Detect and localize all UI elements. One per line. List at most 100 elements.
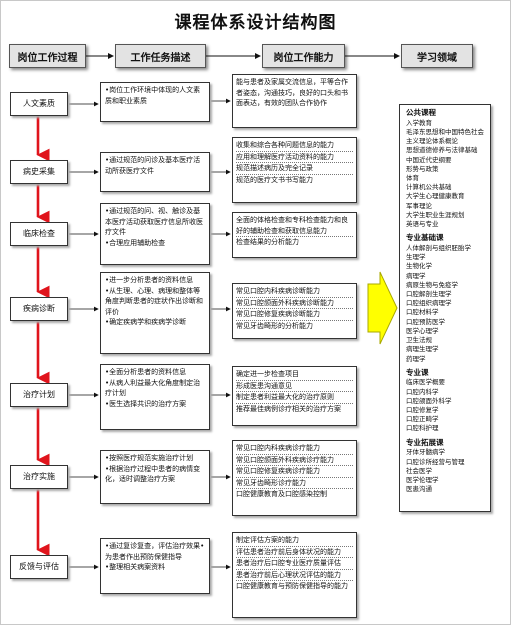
field-item: 大学生职业生涯规划 bbox=[406, 210, 465, 219]
stage-box: 治疗计划 bbox=[10, 383, 68, 407]
diagram-title: 课程体系设计结构图 bbox=[174, 13, 337, 33]
field-item: 口腔修复学 bbox=[406, 406, 439, 415]
ability-line: 常见口腔颌面外科疾病诊疗能力 bbox=[236, 455, 353, 466]
stage-box: 病史采集 bbox=[10, 160, 68, 184]
task-line: •通过规范的问诊及基本医疗活动所获医疗文件 bbox=[105, 156, 201, 175]
task-box: •通过规范的问诊及基本医疗活动所获医疗文件 bbox=[100, 152, 210, 192]
stage-label: 人文素质 bbox=[23, 99, 55, 108]
task-line: •全面分析患者的资料信息 bbox=[105, 368, 187, 376]
ability-line: 检查结果的分析能力 bbox=[236, 238, 299, 246]
stage-label: 病史采集 bbox=[23, 167, 55, 176]
field-item: 计算机公共基础 bbox=[406, 183, 452, 192]
ability-box: 收集和综合各种问题信息的能力 应用和理解医疗活动资料的能力 规范描述病历及完全记… bbox=[232, 137, 357, 203]
stage-label: 治疗计划 bbox=[23, 390, 55, 399]
task-line: •整理相关病案资料 bbox=[105, 563, 166, 571]
field-item: 入学教育 bbox=[406, 118, 432, 127]
field-item: 口腔材料学 bbox=[406, 308, 439, 317]
task-line: •从病人利益最大化角度制定治疗计划 bbox=[105, 378, 201, 398]
ability-box: 制定评估方案的能力 评估患者治疗前后身体状况的能力 患者治疗后口腔专业医疗质量评… bbox=[232, 532, 357, 618]
task-line: •合理应用辅助检查 bbox=[105, 238, 166, 247]
ability-line: 能与患者及家属交流信息，平等合作者姿态，沟通技巧，良好的口头和书面表达，有效的团… bbox=[236, 78, 348, 107]
field-item: 毛泽东思想和中国特色社会主义理论体系概论 bbox=[406, 127, 484, 146]
ability-line: 常见口腔修复疾病诊疗能力 bbox=[236, 466, 353, 478]
learning-fields-box: 公共课程 入学教育 毛泽东思想和中国特色社会主义理论体系概论 思想道德修养与法律… bbox=[399, 104, 491, 512]
field-item: 口腔颌面外科学 bbox=[406, 396, 452, 405]
field-group-title: 专业拓展课 bbox=[406, 437, 444, 447]
ability-box: 常见口腔内科疾病诊疗能力 常见口腔颌面外科疾病诊疗能力 常见口腔修复疾病诊疗能力… bbox=[232, 440, 357, 516]
field-item: 生理学 bbox=[406, 253, 426, 262]
field-item: 社会医学 bbox=[406, 466, 432, 475]
stage-box: 疾病诊断 bbox=[10, 297, 68, 321]
field-item: 人体解剖与组织胚胎学 bbox=[406, 243, 471, 252]
field-item: 口腔预防医学 bbox=[406, 317, 445, 326]
field-item: 卫生法规 bbox=[406, 336, 432, 345]
header-tasks: 工作任务描述 bbox=[115, 44, 206, 68]
ability-line: 常见口腔修复疾病诊断能力 bbox=[236, 309, 353, 321]
header-fields: 学习领域 bbox=[401, 44, 473, 68]
ability-line: 制定评估方案的能力 bbox=[236, 535, 353, 547]
task-box: •按照医疗规范实施治疗计划 •根据治疗过程中患者的病情变化，适时调整治疗方案 bbox=[100, 450, 210, 504]
field-item: 体育 bbox=[406, 173, 419, 182]
stage-label: 治疗实施 bbox=[23, 472, 55, 481]
field-group-title: 专业课 bbox=[406, 367, 429, 377]
field-item: 大学生心理健康教育 bbox=[406, 192, 465, 201]
ability-line: 制定患者利益最大化的治疗原则 bbox=[236, 392, 353, 404]
ability-box: 常见口腔内科疾病诊断能力 常见口腔颌面外科疾病诊断能力 常见口腔修复疾病诊断能力… bbox=[232, 283, 357, 339]
stage-box: 临床检查 bbox=[10, 222, 68, 246]
field-item: 医学心理学 bbox=[406, 326, 439, 335]
task-line: •通过规范的问、视、触诊及基本医疗活动获取医疗信息所收医疗文件 bbox=[105, 207, 203, 236]
field-item: 病理生理学 bbox=[406, 345, 439, 354]
ability-line: 常见牙齿畸形的分析能力 bbox=[236, 321, 313, 330]
ability-line: 收集和综合各种问题信息的能力 bbox=[236, 140, 353, 152]
ability-line: 常见口腔内科疾病诊断能力 bbox=[236, 286, 353, 298]
field-item: 思想道德修养与法律基础 bbox=[406, 146, 478, 155]
ability-line: 规范的医疗文书书写能力 bbox=[236, 175, 313, 184]
stage-box: 治疗实施 bbox=[10, 465, 68, 489]
ability-line: 患者治疗前后心理状况评估的能力 bbox=[236, 570, 353, 581]
ability-line: 口腔健康教育及口腔感染控制 bbox=[236, 490, 327, 498]
ability-line: 应用和理解医疗活动资料的能力 bbox=[236, 152, 353, 163]
ability-line: 常见牙齿畸形诊疗能力 bbox=[236, 478, 353, 489]
stage-label: 疾病诊断 bbox=[23, 304, 55, 313]
ability-line: 全面的体格检查和专科检查能力和良好的辅助检查和获取信息能力 bbox=[236, 215, 353, 237]
field-item: 药理学 bbox=[406, 354, 426, 363]
task-line: •通过复诊复查，评估治疗效果•为患者作出预防保健指导 bbox=[105, 542, 205, 561]
task-line: •岗位工作环境中体现的人文素质和职业素质 bbox=[105, 86, 201, 105]
field-item: 口腔解剖生理学 bbox=[406, 290, 452, 298]
task-line: •医生选择共识的治疗方案 bbox=[105, 399, 187, 408]
ability-line: 规范描述病历及完全记录 bbox=[236, 163, 353, 175]
ability-line: 形成医患沟通意见 bbox=[236, 381, 353, 392]
field-item: 口腔诊所经营与管理 bbox=[406, 457, 465, 466]
task-box: •岗位工作环境中体现的人文素质和职业素质 bbox=[100, 82, 210, 122]
ability-box: 确定进一步检查项目 形成医患沟通意见 制定患者利益最大化的治疗原则 推荐最佳病例… bbox=[232, 366, 357, 426]
field-item: 口腔正畸学 bbox=[406, 415, 439, 424]
stage-label: 反馈与评估 bbox=[19, 562, 59, 571]
field-item: 病理学 bbox=[406, 271, 426, 280]
field-item: 中国近代史纲要 bbox=[406, 155, 452, 164]
task-line: •从生理、心理、病理和整体等角度判断患者的症状作出诊断和评价 bbox=[105, 286, 203, 316]
ability-box: 能与患者及家属交流信息，平等合作者姿态，沟通技巧，良好的口头和书面表达，有效的团… bbox=[232, 74, 357, 128]
field-item: 医患沟通 bbox=[406, 485, 432, 494]
field-group-title: 专业基础课 bbox=[406, 233, 444, 243]
stage-box: 反馈与评估 bbox=[10, 555, 68, 579]
ability-line: 推荐最佳病例诊疗相关的治疗方案 bbox=[236, 404, 341, 413]
field-item: 口腔内科学 bbox=[406, 387, 439, 396]
task-line: •根据治疗过程中患者的病情变化，适时调整治疗方案 bbox=[105, 464, 201, 484]
field-item: 生物化学 bbox=[406, 262, 432, 271]
task-line: •进一步分析患者的资料信息 bbox=[105, 276, 194, 284]
field-item: 英语与专业 bbox=[406, 220, 439, 229]
task-box: •进一步分析患者的资料信息 •从生理、心理、病理和整体等角度判断患者的症状作出诊… bbox=[100, 272, 210, 354]
field-item: 病原生物与免疫学 bbox=[406, 280, 458, 289]
field-item: 军事理论 bbox=[406, 201, 432, 210]
field-item: 临床医学概要 bbox=[406, 378, 445, 387]
stage-box: 人文素质 bbox=[10, 92, 68, 116]
field-item: 形势与政策 bbox=[406, 164, 439, 173]
header-process: 岗位工作过程 bbox=[9, 44, 86, 68]
ability-box: 全面的体格检查和专科检查能力和良好的辅助检查和获取信息能力 检查结果的分析能力 bbox=[232, 212, 357, 258]
task-box: •通过规范的问、视、触诊及基本医疗活动获取医疗信息所收医疗文件 •合理应用辅助检… bbox=[100, 203, 210, 265]
field-item: 牙体牙髓病学 bbox=[406, 448, 445, 457]
ability-line: 确定进一步检查项目 bbox=[236, 369, 353, 381]
task-box: •通过复诊复查，评估治疗效果•为患者作出预防保健指导 •整理相关病案资料 bbox=[100, 538, 210, 594]
field-group-title: 公共课程 bbox=[406, 108, 436, 117]
field-item: 口腔科护理 bbox=[406, 424, 439, 433]
